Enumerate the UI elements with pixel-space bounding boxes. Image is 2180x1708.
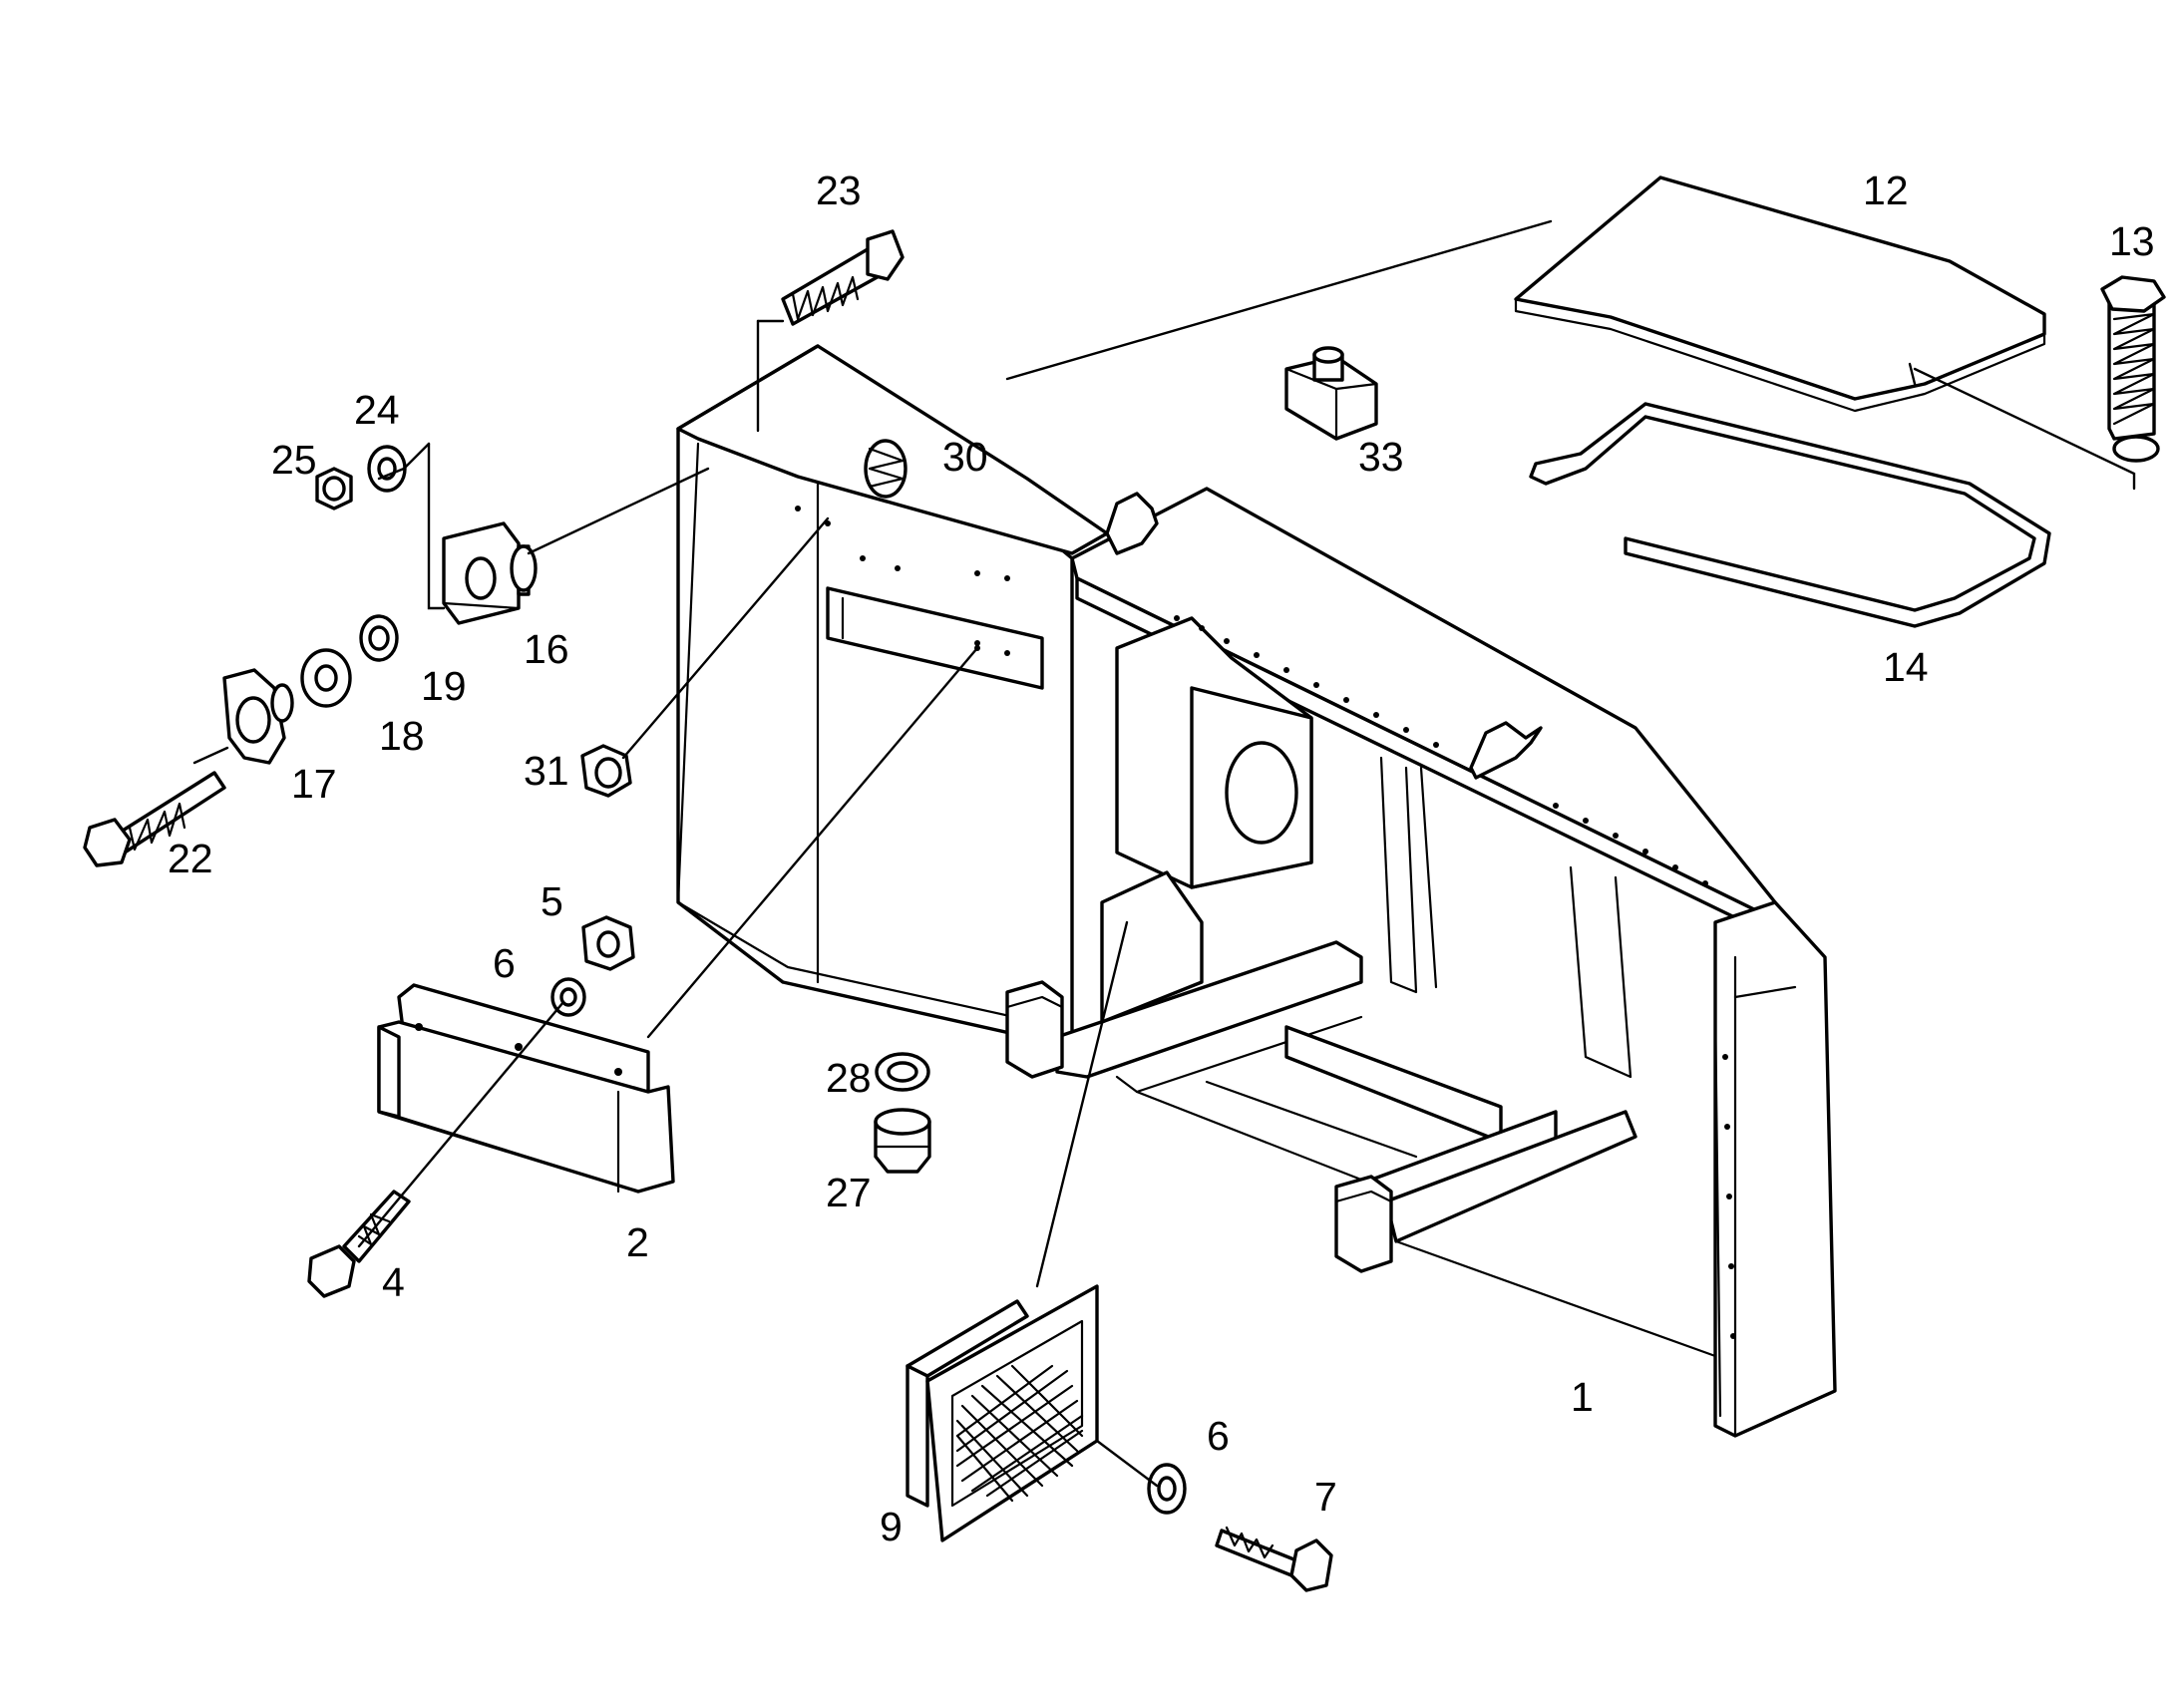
washer-28 [875,1052,930,1092]
gasket-seal [1529,402,2051,628]
callout-27: 27 [826,1170,872,1215]
cover-plate [1514,175,2046,413]
callout-1: 1 [1571,1374,1594,1420]
callout-25: 25 [271,437,317,483]
housing-frame [676,344,1837,1438]
callout-7: 7 [1314,1474,1337,1520]
callout-9: 9 [880,1504,903,1549]
mount-flange [222,668,294,765]
callout-12: 12 [1863,168,1909,213]
bearing-flange [442,521,538,625]
washer-24 [367,445,407,493]
switch-block [1284,346,1378,441]
beam-rivets [795,506,1736,1339]
callout-24: 24 [354,387,400,433]
washer-18 [300,648,352,708]
nut-25 [315,467,353,511]
washer-19 [359,614,399,662]
callout-6-upper: 6 [493,940,516,986]
callout-14: 14 [1883,644,1929,690]
callout-2: 2 [626,1219,649,1265]
nut-31 [580,744,632,798]
threaded-stud [864,439,908,499]
callout-6-lower: 6 [1207,1413,1230,1459]
plug-27 [874,1108,931,1174]
callout-4: 4 [382,1259,405,1305]
leader-lines [192,219,2136,1488]
callout-18: 18 [379,713,425,759]
callout-labels: 1 2 4 5 6 6 7 9 12 13 14 16 17 18 19 22 … [168,168,2155,1549]
bolt-22 [83,771,226,867]
callout-33: 33 [1358,434,1404,480]
callout-31: 31 [524,748,569,794]
callout-17: 17 [291,761,337,807]
callout-28: 28 [826,1055,872,1101]
callout-5: 5 [541,878,563,924]
callout-23: 23 [816,168,862,213]
vent-grill [906,1284,1099,1542]
callout-16: 16 [524,626,569,672]
callout-22: 22 [168,836,213,881]
callout-19: 19 [421,663,467,709]
bolt-7 [1215,1526,1333,1592]
washer-6-lower [1147,1463,1187,1515]
nut-5 [581,915,635,971]
grill-mesh [955,1364,1084,1503]
mount-block [377,983,675,1194]
callout-30: 30 [942,434,988,480]
bolt-23 [781,229,905,326]
callout-13: 13 [2109,218,2155,264]
bolt-13 [2100,275,2166,463]
